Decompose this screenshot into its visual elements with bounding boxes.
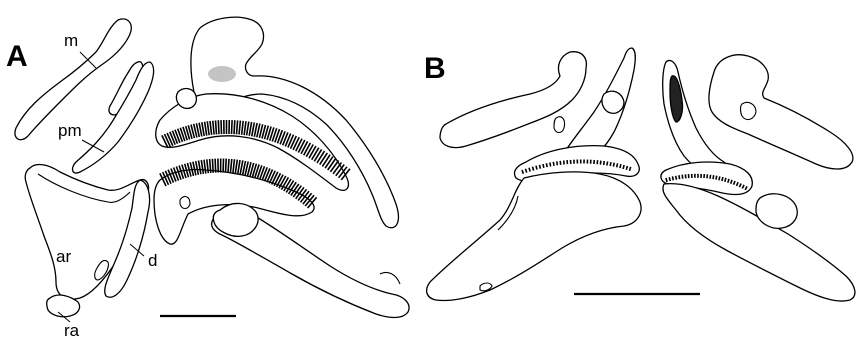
left-maxilla-bone — [440, 52, 586, 148]
lower-tooth — [228, 159, 229, 173]
left-dentary-tooth — [607, 162, 608, 166]
panel-a-letter: A — [6, 40, 28, 73]
right-dentary-tooth — [682, 175, 683, 179]
lower-tooth — [238, 160, 240, 174]
left-dentary-tooth — [560, 161, 561, 165]
lower-tooth — [226, 159, 227, 173]
left-dentary-tooth — [557, 161, 558, 165]
left-dentary-tooth — [623, 165, 624, 169]
upper-tooth — [218, 120, 219, 134]
lower-tooth — [272, 172, 278, 185]
hyomandibula-stipple — [208, 66, 236, 82]
right-dentary-tooth — [710, 175, 711, 179]
left-dentary-tooth — [610, 162, 611, 166]
left-lower-jaw-bone — [427, 172, 641, 301]
lower-tooth — [269, 171, 275, 184]
left-dentary-tooth — [617, 163, 618, 167]
left-dentary-tooth — [626, 166, 627, 170]
lower-tooth — [212, 159, 213, 173]
left-dentary-tooth — [550, 163, 551, 167]
label-pm: pm — [58, 121, 82, 140]
right-dentary-tooth — [713, 175, 714, 179]
panel-a: A m pm ar — [6, 17, 409, 339]
upper-tooth — [221, 120, 222, 134]
right-dentary-tooth — [679, 175, 680, 179]
upper-plate-process — [176, 89, 196, 109]
right-dentary-tooth — [676, 176, 677, 180]
left-dentary-tooth — [543, 164, 544, 168]
left-dentary-tooth — [536, 166, 537, 170]
left-maxilla-cavity — [554, 117, 565, 133]
upper-tooth — [237, 120, 238, 134]
upper-tooth — [234, 120, 235, 134]
upper-tooth — [216, 120, 217, 134]
panel-b-letter: B — [424, 52, 446, 85]
lower-tooth — [267, 170, 273, 183]
label-ra: ra — [64, 321, 80, 339]
lower-tooth — [233, 159, 235, 173]
label-m: m — [64, 31, 78, 50]
left-dentary-tooth — [613, 163, 614, 167]
left-dentary-tooth — [620, 164, 621, 168]
left-dentary-tooth — [546, 163, 547, 167]
left-premaxilla-process — [602, 91, 624, 113]
ceratobranchial-notch — [380, 272, 400, 284]
right-dentary-tooth — [725, 178, 726, 182]
right-dentary-tooth — [666, 178, 667, 182]
right-dentary-tooth — [722, 177, 723, 181]
upper-tooth — [232, 120, 233, 134]
label-ar: ar — [56, 247, 71, 266]
right-maxilla-bone — [709, 55, 853, 169]
right-dentary-tooth — [716, 176, 717, 180]
label-d: d — [148, 251, 157, 270]
left-dentary-tooth — [604, 161, 605, 165]
left-dentary-tooth — [553, 162, 554, 166]
right-dentary-tooth — [719, 176, 720, 180]
panel-b: B — [424, 48, 855, 301]
left-dentary-tooth — [533, 167, 534, 171]
left-dentary-tooth — [540, 165, 541, 169]
right-dentary-tooth — [669, 177, 670, 181]
right-dentary-tooth — [673, 176, 674, 180]
left-dentary-tooth — [600, 161, 601, 165]
lower-tooth — [235, 160, 237, 174]
lower-tooth — [230, 159, 231, 173]
lower-tooth — [215, 159, 216, 173]
